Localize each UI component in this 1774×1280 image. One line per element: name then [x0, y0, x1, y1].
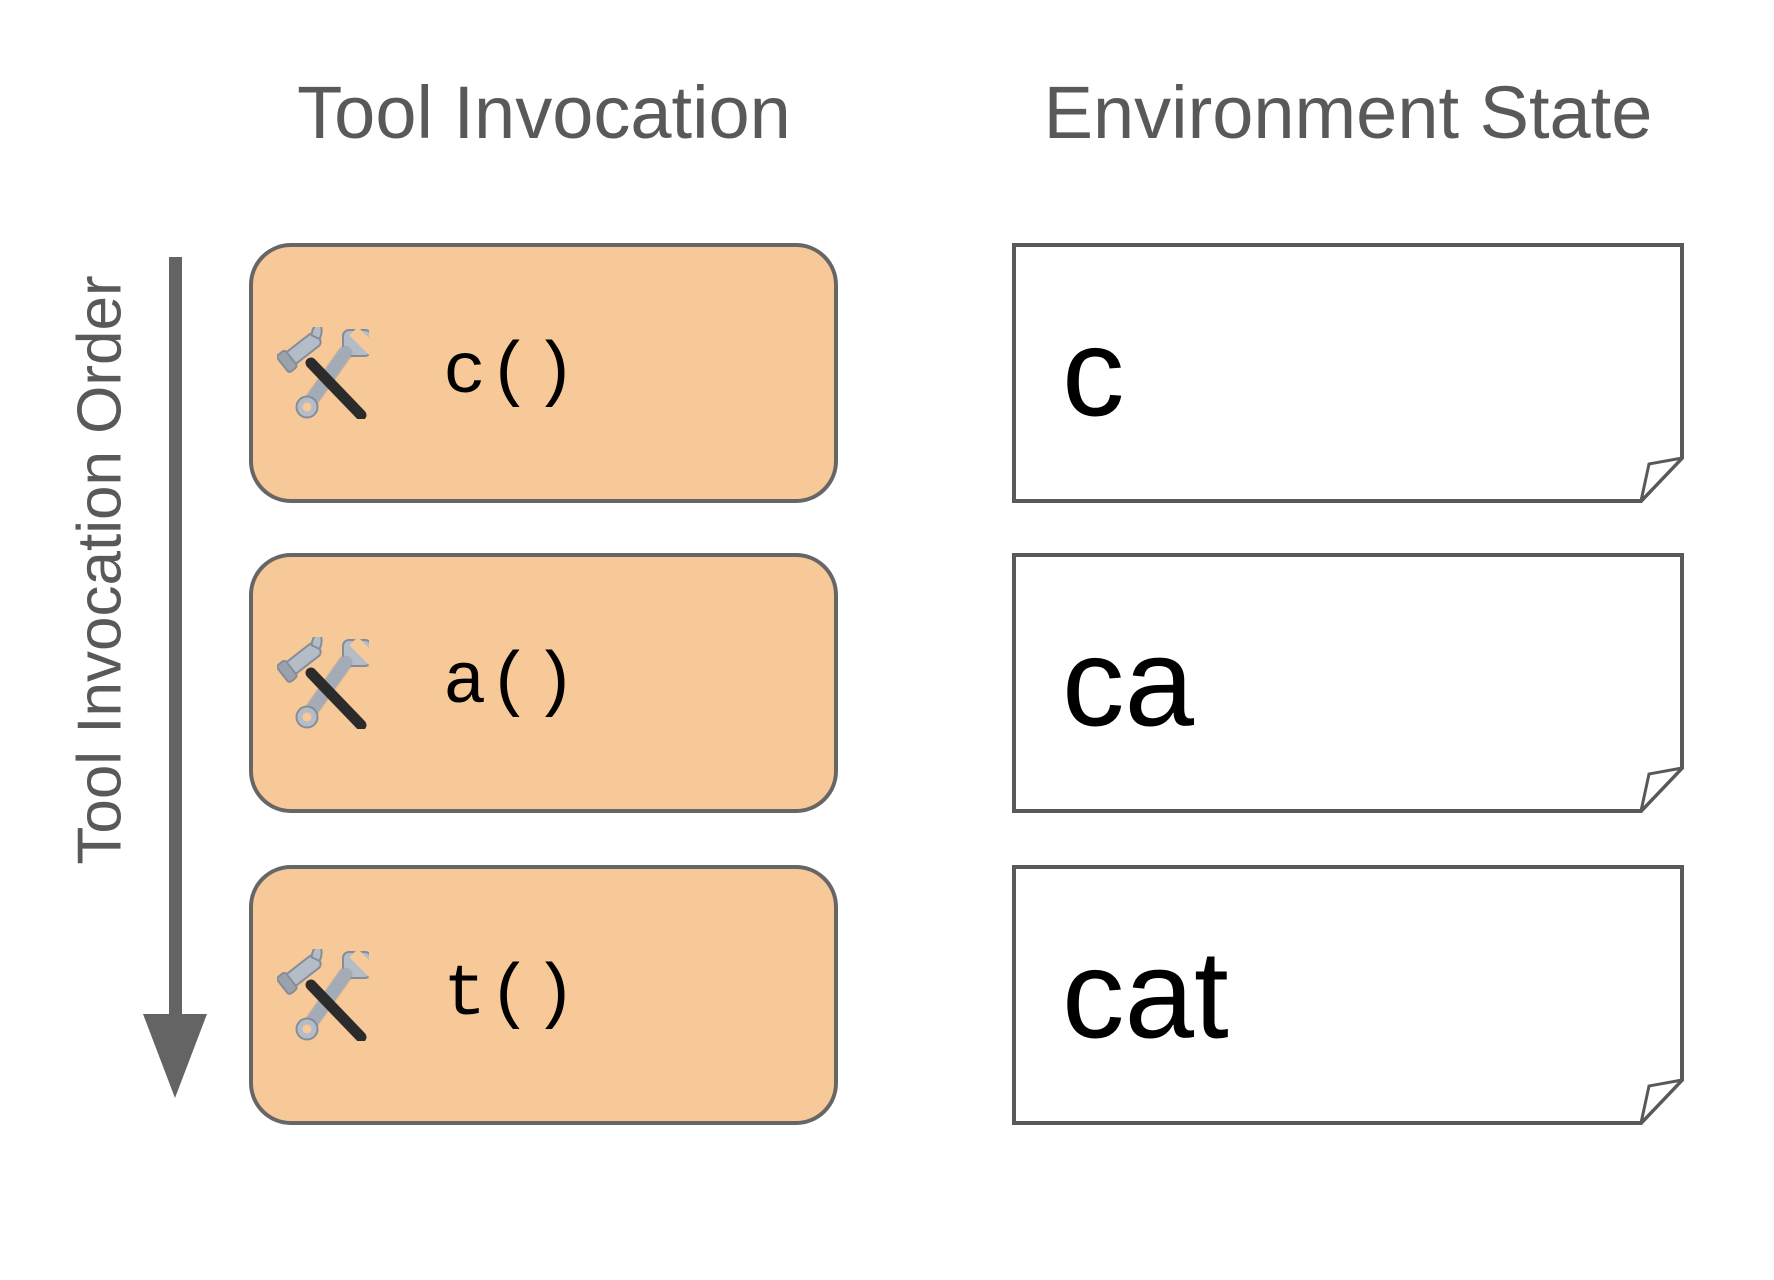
tool-call-box-1: c(): [249, 243, 838, 503]
env-state-text: c: [1062, 303, 1125, 443]
tool-call-label: a(): [443, 642, 579, 724]
tool-invocation-order-label: Tool Invocation Order: [65, 275, 135, 865]
tool-call-label: c(): [443, 332, 579, 414]
document-page-icon: [1012, 865, 1684, 1125]
tool-call-label: t(): [443, 954, 579, 1036]
tool-call-box-2: a(): [249, 553, 838, 813]
hammer-and-wrench-icon: [276, 944, 380, 1043]
env-state-doc-2: ca: [1012, 553, 1684, 813]
document-page-icon: [1012, 553, 1684, 813]
env-state-doc-3: cat: [1012, 865, 1684, 1125]
hammer-and-wrench-icon: [276, 632, 380, 731]
down-arrow-shaft: [169, 257, 182, 1014]
tool-call-box-3: t(): [249, 865, 838, 1125]
down-arrow-icon: [143, 1014, 207, 1098]
env-state-doc-1: c: [1012, 243, 1684, 503]
tool-invocation-header: Tool Invocation: [297, 71, 791, 154]
document-page-icon: [1012, 243, 1684, 503]
env-state-text: cat: [1062, 925, 1229, 1065]
env-state-text: ca: [1062, 613, 1195, 753]
hammer-and-wrench-icon: [276, 322, 380, 421]
environment-state-header: Environment State: [1043, 71, 1653, 154]
